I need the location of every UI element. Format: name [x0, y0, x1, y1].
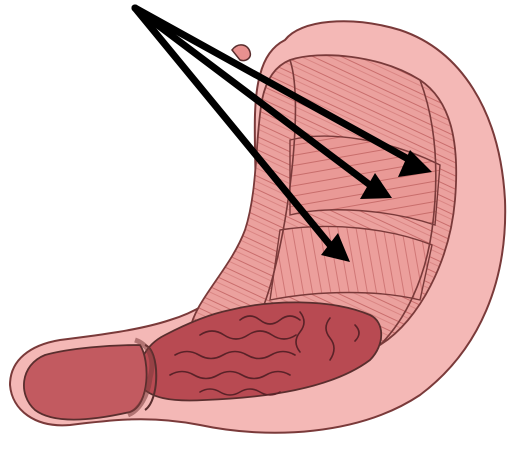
- longitudinal-muscle-band: [270, 226, 432, 300]
- esophagus: [232, 45, 250, 61]
- pylorus: [24, 345, 147, 420]
